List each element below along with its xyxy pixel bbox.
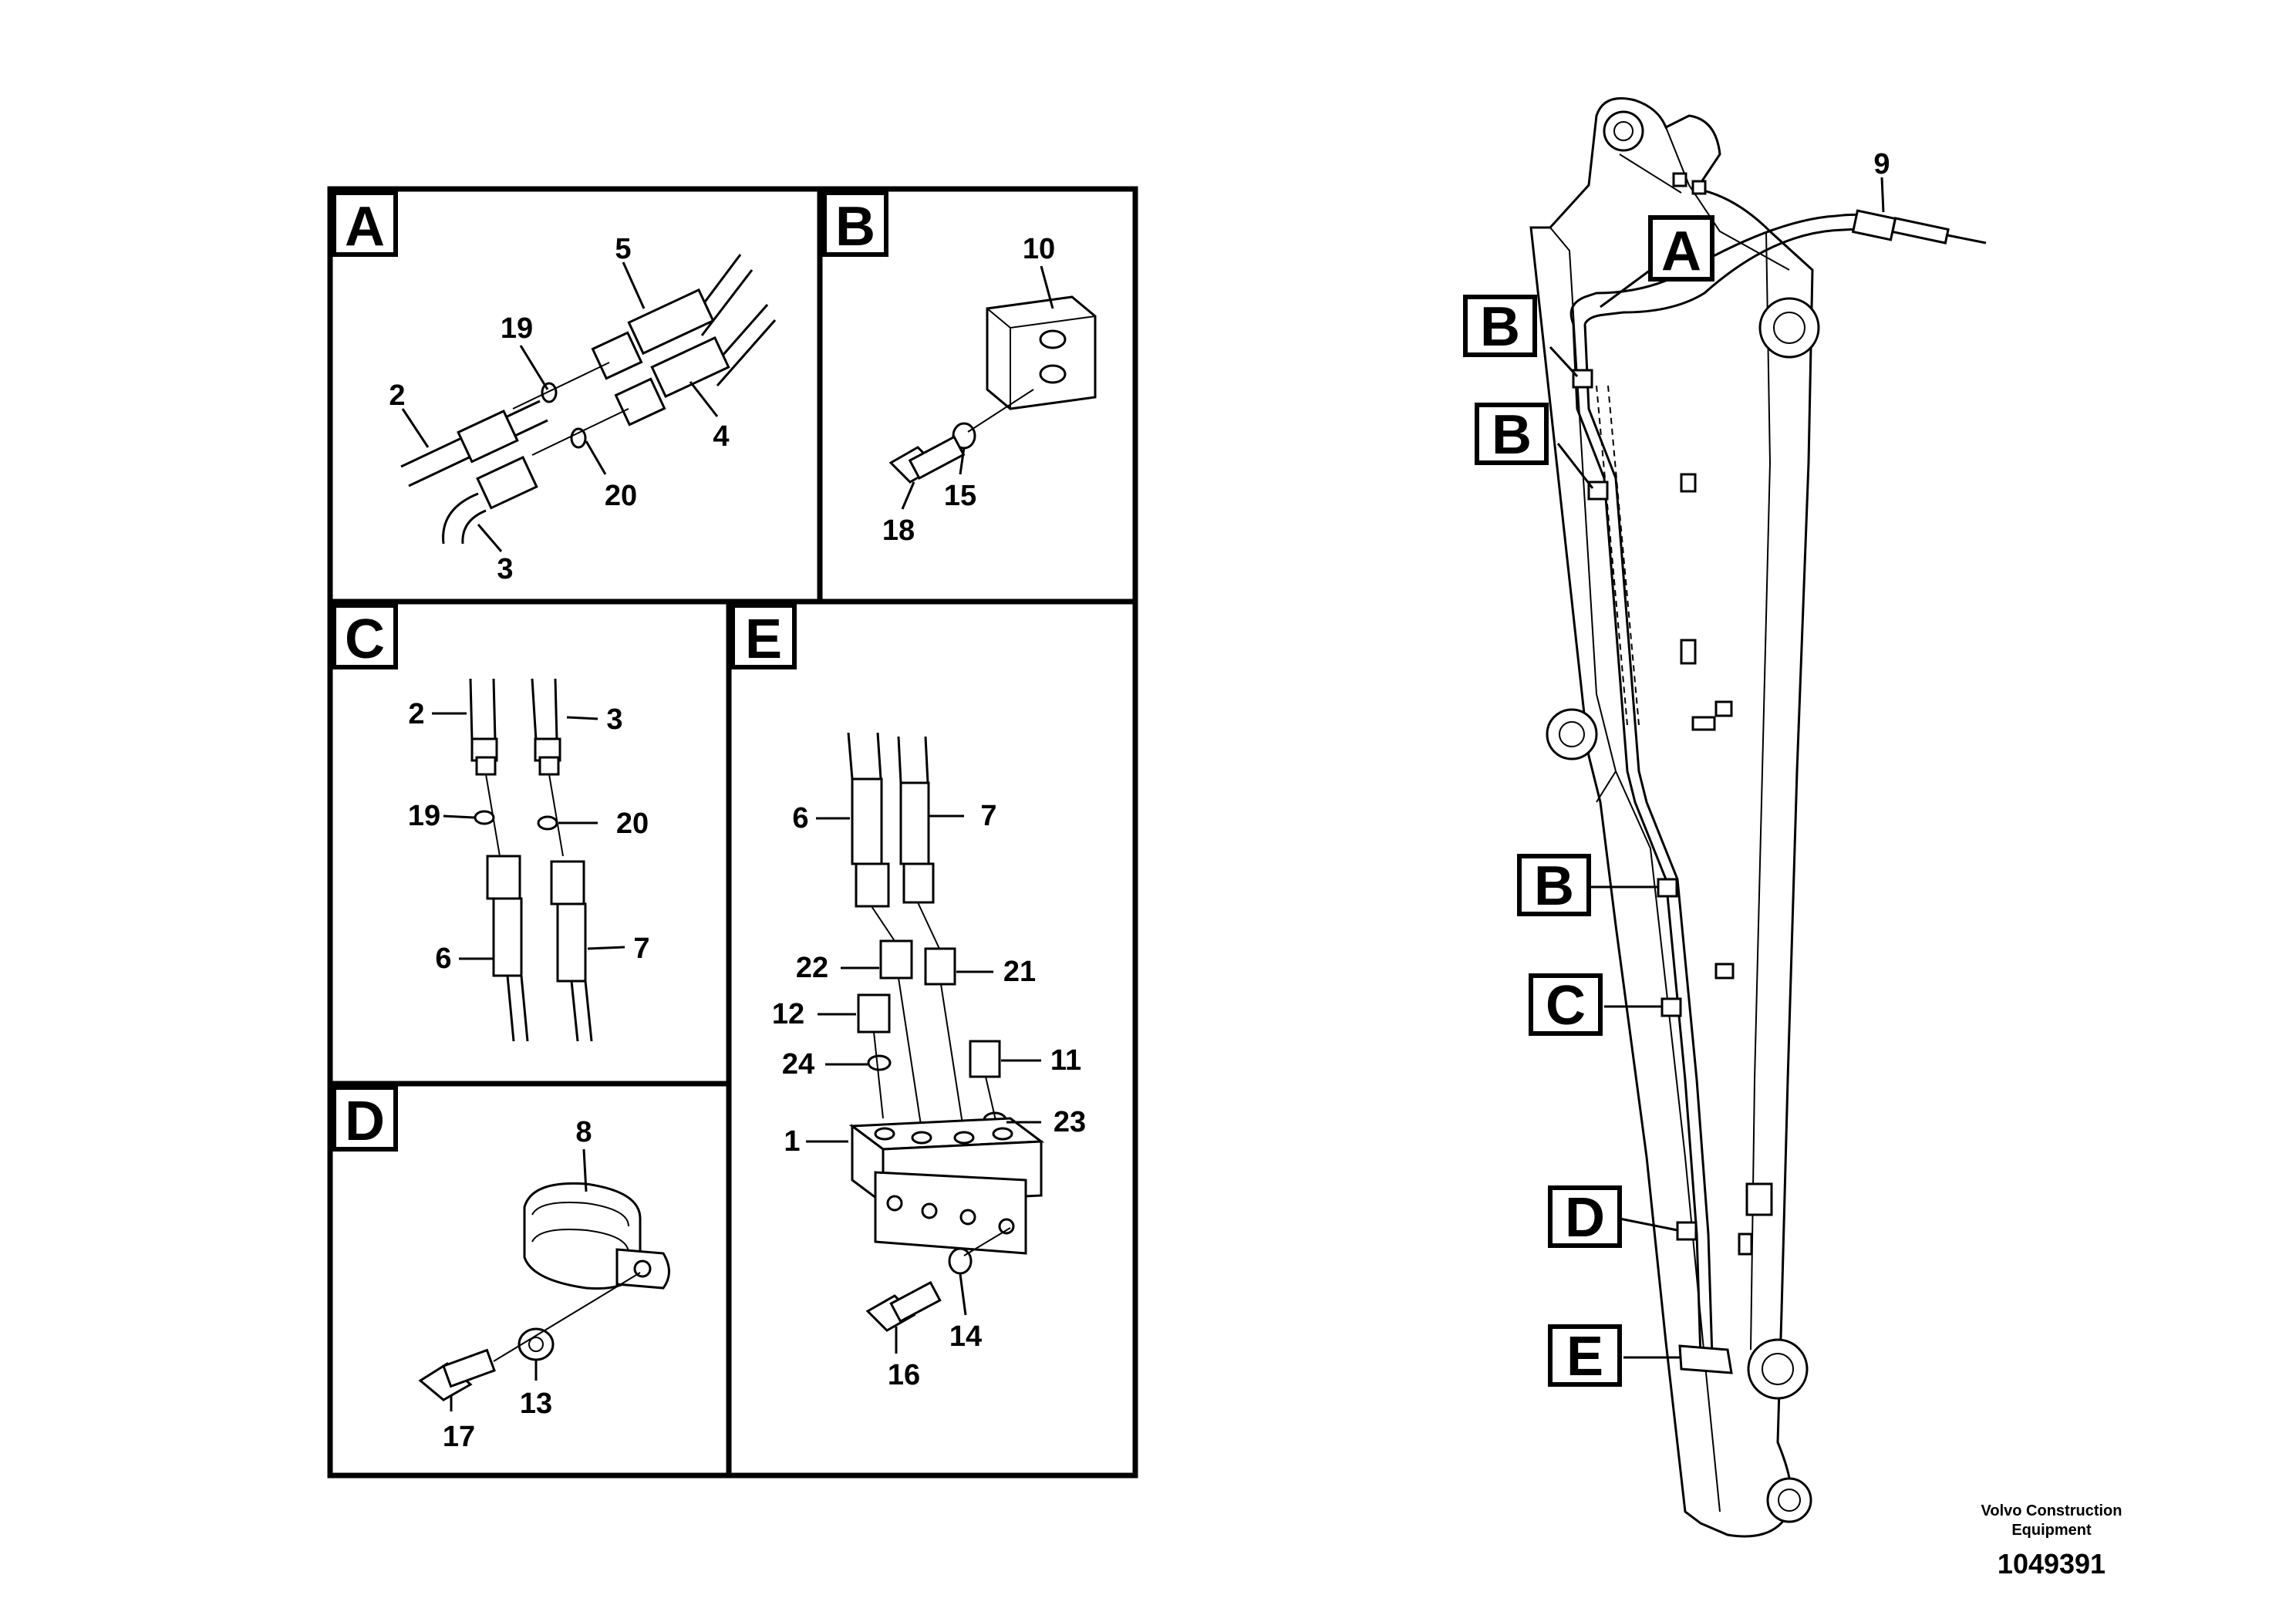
drawing-number: 1049391 — [1998, 1548, 2106, 1580]
callout-c: C — [1546, 975, 1586, 1037]
panel-d: D 8 13 17 — [332, 1085, 670, 1453]
callout-b-middle: B — [1492, 404, 1532, 466]
label-c-20: 20 — [616, 808, 649, 840]
panel-d-letter: D — [345, 1091, 385, 1152]
label-c-6: 6 — [435, 943, 451, 975]
callout-a: A — [1661, 221, 1701, 282]
label-d-17: 17 — [443, 1421, 475, 1453]
footer: Volvo Construction Equipment 1049391 — [1981, 1502, 2122, 1580]
label-a-3: 3 — [497, 553, 513, 585]
label-e-14: 14 — [949, 1320, 982, 1353]
label-c-7: 7 — [633, 932, 649, 965]
label-c-2: 2 — [408, 698, 424, 730]
label-boom-9: 9 — [1873, 148, 1890, 180]
label-e-11: 11 — [1050, 1044, 1081, 1077]
label-a-4: 4 — [713, 420, 729, 453]
label-c-19: 19 — [408, 800, 440, 832]
label-e-1: 1 — [784, 1125, 800, 1158]
label-d-13: 13 — [520, 1388, 552, 1420]
panel-e-letter: E — [745, 609, 782, 670]
panel-a: A 5 19 2 4 20 3 — [332, 191, 777, 585]
callout-b-lower: B — [1534, 855, 1574, 917]
label-e-23: 23 — [1054, 1106, 1086, 1138]
panel-c: C 2 3 19 20 6 7 — [332, 603, 650, 1042]
label-e-21: 21 — [1003, 956, 1036, 988]
label-e-22: 22 — [796, 952, 828, 984]
callout-b-top: B — [1480, 296, 1520, 358]
label-d-8: 8 — [575, 1116, 592, 1148]
label-a-2: 2 — [389, 379, 405, 412]
panel-a-letter: A — [345, 196, 385, 258]
label-e-12: 12 — [772, 998, 804, 1030]
label-b-15: 15 — [944, 480, 976, 512]
panel-frames — [327, 186, 1138, 1479]
panel-b: B 10 15 18 — [822, 191, 1097, 547]
panel-c-letter: C — [345, 609, 385, 670]
callout-d: D — [1565, 1187, 1605, 1249]
label-e-16: 16 — [888, 1359, 920, 1391]
callout-e: E — [1566, 1326, 1603, 1388]
company-line-2: Equipment — [2011, 1522, 2092, 1539]
label-c-3: 3 — [606, 703, 622, 736]
label-e-6: 6 — [792, 802, 808, 835]
panel-e: E — [730, 603, 1086, 1391]
label-e-24: 24 — [782, 1048, 814, 1081]
label-a-5: 5 — [615, 233, 631, 265]
label-e-7: 7 — [980, 800, 996, 832]
label-b-10: 10 — [1023, 233, 1055, 265]
panel-b-letter: B — [835, 196, 875, 258]
company-line-1: Volvo Construction — [1981, 1502, 2122, 1519]
label-a-19: 19 — [501, 312, 533, 345]
label-a-20: 20 — [605, 480, 637, 512]
boom-illustration: 9 A B B B C D E — [1463, 97, 1987, 1538]
label-b-18: 18 — [882, 514, 915, 547]
